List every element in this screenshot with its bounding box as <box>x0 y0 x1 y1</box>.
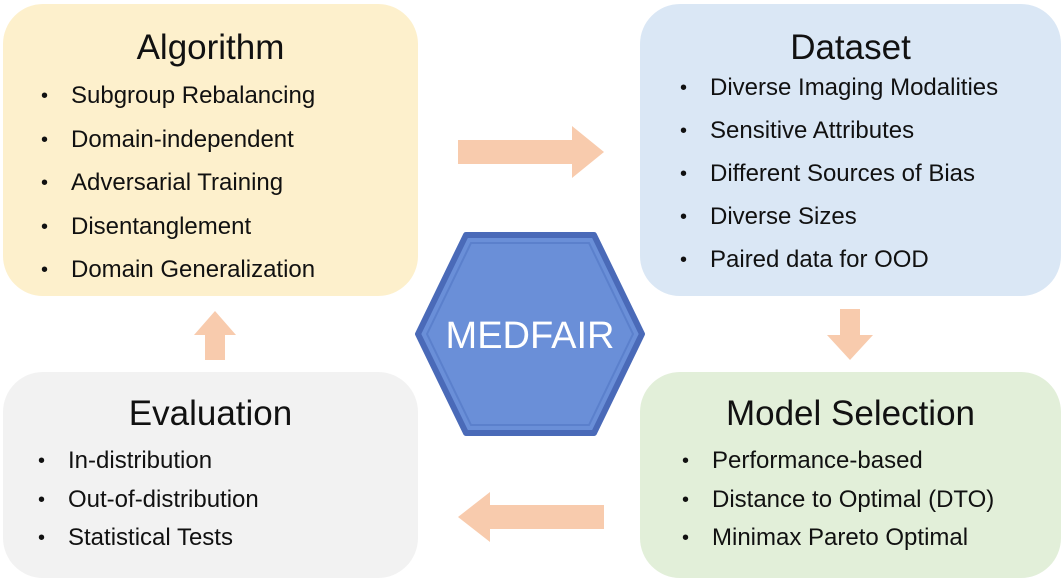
list-item: •Distance to Optimal (DTO) <box>682 485 995 513</box>
bullet-icon: • <box>38 488 46 511</box>
list-item: •Out-of-distribution <box>38 485 259 513</box>
bullet-icon: • <box>38 450 46 472</box>
algorithm-title: Algorithm <box>136 28 285 67</box>
evaluation-box: Evaluation •In-distribution •Out-of-dist… <box>3 372 418 578</box>
bullet-icon: • <box>41 172 49 194</box>
bullet-icon: • <box>680 163 688 185</box>
list-item: •Domain-independent <box>41 125 294 153</box>
hexagon-inner-outline <box>425 242 635 426</box>
bullet-icon: • <box>41 85 49 107</box>
list-item: •Subgroup Rebalancing <box>41 82 316 109</box>
bullet-icon: • <box>680 206 688 228</box>
bullet-icon: • <box>680 77 688 99</box>
bullet-icon: • <box>680 249 688 271</box>
list-item: •Diverse Sizes <box>680 203 857 230</box>
dataset-list: •Diverse Imaging Modalities •Sensitive A… <box>680 74 999 291</box>
dataset-title: Dataset <box>790 28 911 67</box>
arrow-down-icon <box>827 309 873 360</box>
arrow-left-icon <box>458 492 604 542</box>
model-selection-list: •Performance-based •Distance to Optimal … <box>682 447 995 565</box>
model-selection-title: Model Selection <box>725 394 976 433</box>
bullet-icon: • <box>38 527 46 549</box>
arrow-right-icon <box>458 126 604 178</box>
list-item: •Adversarial Training <box>41 169 284 196</box>
list-item: •Different Sources of Bias <box>680 160 976 187</box>
list-item: •Disentanglement <box>41 212 252 240</box>
bullet-icon: • <box>682 488 690 511</box>
center-label: MEDFAIR <box>446 315 615 357</box>
list-item: •Paired data for OOD <box>680 246 929 273</box>
list-item: •Domain Generalization <box>41 256 316 283</box>
list-item: •Diverse Imaging Modalities <box>680 74 999 101</box>
arrow-up-icon <box>194 311 236 360</box>
list-item: •In-distribution <box>38 447 213 474</box>
bullet-icon: • <box>41 215 49 238</box>
list-item: •Performance-based <box>682 447 923 474</box>
bullet-icon: • <box>680 120 688 142</box>
list-item: •Statistical Tests <box>38 524 233 551</box>
algorithm-list: •Subgroup Rebalancing •Domain-independen… <box>41 82 316 302</box>
bullet-icon: • <box>41 259 49 281</box>
hexagon-icon <box>415 232 645 436</box>
bullet-icon: • <box>682 527 690 549</box>
list-item: •Sensitive Attributes <box>680 117 915 144</box>
bullet-icon: • <box>682 450 690 472</box>
evaluation-title: Evaluation <box>128 394 293 433</box>
algorithm-box: Algorithm •Subgroup Rebalancing •Domain-… <box>3 4 418 296</box>
bullet-icon: • <box>41 128 49 151</box>
evaluation-list: •In-distribution •Out-of-distribution •S… <box>38 447 259 565</box>
list-item: •Minimax Pareto Optimal <box>682 524 969 551</box>
model-selection-box: Model Selection •Performance-based •Dist… <box>640 372 1061 578</box>
dataset-box: Dataset •Diverse Imaging Modalities •Sen… <box>640 4 1061 296</box>
